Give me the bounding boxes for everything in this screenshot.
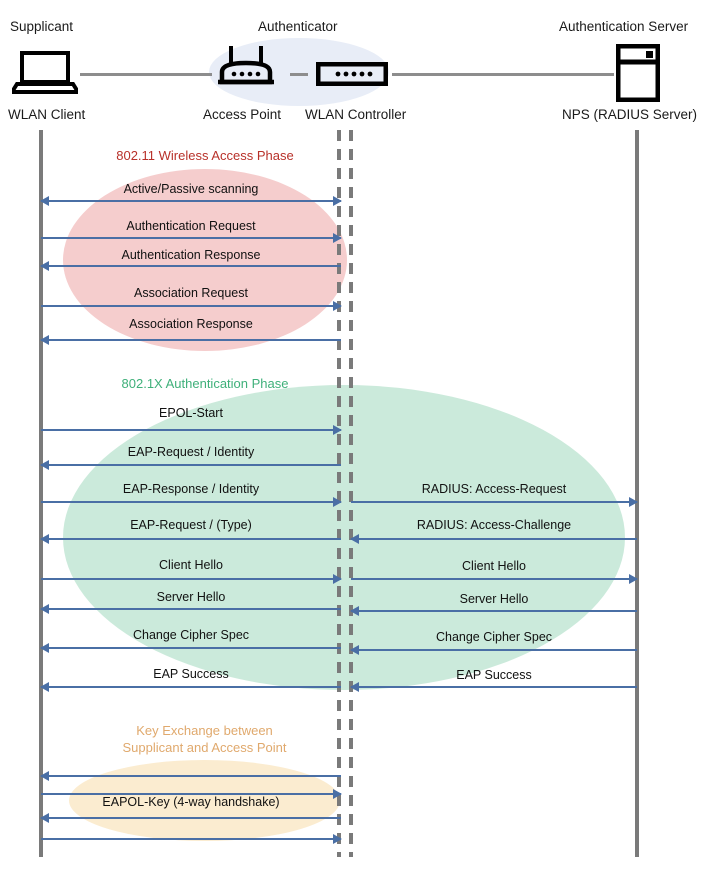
phase-caption-dot1x-auth: 802.1X Authentication Phase (121, 376, 289, 391)
message-arrow (41, 833, 342, 844)
lifeline-authentication-server (635, 130, 639, 857)
message-arrow (40, 603, 341, 614)
node-label-nps-radius-server: NPS (RADIUS Server) (562, 107, 698, 122)
message-label: Association Response (129, 317, 253, 331)
message-label: RADIUS: Access-Challenge (416, 518, 572, 532)
message-arrow (351, 496, 638, 507)
message-label: Client Hello (462, 559, 526, 573)
message-label: Association Request (134, 286, 248, 300)
wireless-router-icon (216, 44, 276, 99)
message-arrow (40, 812, 341, 823)
message-arrow (350, 681, 637, 692)
message-label: EAP Success (456, 668, 532, 682)
message-arrow (40, 260, 341, 271)
server-icon (615, 43, 661, 107)
lifeline-authenticator-a (337, 130, 341, 857)
message-arrow (41, 300, 342, 311)
wlan-controller-icon (315, 61, 389, 91)
message-arrow (40, 642, 341, 653)
phase-caption-key-exchange-line2: Supplicant and Access Point (122, 740, 287, 755)
role-title-supplicant: Supplicant (10, 19, 74, 34)
message-label: Server Hello (459, 592, 529, 606)
lifeline-supplicant (39, 130, 43, 857)
message-arrow (41, 496, 342, 507)
message-arrow (41, 788, 342, 799)
message-arrow (40, 770, 341, 781)
node-label-access-point: Access Point (203, 107, 282, 122)
message-label: EAP-Request / Identity (127, 445, 255, 459)
phase-caption-key-exchange-line1: Key Exchange between (136, 723, 273, 738)
message-label: EAP Success (153, 667, 229, 681)
message-arrow (40, 681, 341, 692)
laptop-icon (8, 50, 82, 99)
message-label: EAP-Response / Identity (122, 482, 260, 496)
message-label: Authentication Request (126, 219, 256, 233)
message-label: Authentication Response (121, 248, 261, 262)
message-label: Active/Passive scanning (123, 182, 259, 196)
node-label-wlan-controller: WLAN Controller (305, 107, 407, 122)
phase-caption-wireless-access: 802.11 Wireless Access Phase (116, 148, 294, 163)
wire-client-to-ap (80, 73, 212, 76)
phase-blob-dot1x-auth (63, 385, 625, 690)
message-arrow (41, 232, 342, 243)
message-arrow (350, 605, 637, 616)
message-arrow (41, 573, 342, 584)
message-arrow (351, 573, 638, 584)
wire-controller-to-server (392, 73, 614, 76)
message-arrow (350, 533, 637, 544)
phase-caption-key-exchange: Key Exchange between Supplicant and Acce… (69, 722, 340, 756)
message-arrow (350, 644, 637, 655)
role-title-authenticator: Authenticator (258, 19, 338, 34)
node-label-wlan-client: WLAN Client (8, 107, 86, 122)
wire-ap-to-controller (290, 73, 308, 76)
message-label: EAP-Request / (Type) (130, 518, 252, 532)
message-label: Server Hello (156, 590, 226, 604)
message-arrow (40, 459, 341, 470)
message-arrow (40, 533, 341, 544)
message-arrow (40, 334, 341, 345)
role-title-authentication-server: Authentication Server (559, 19, 689, 34)
lifeline-authenticator-b (349, 130, 353, 857)
phase-blob-key-exchange (69, 760, 340, 841)
message-label: Client Hello (159, 558, 223, 572)
message-label: Change Cipher Spec (435, 630, 553, 644)
authenticator-group-blob (209, 38, 389, 106)
message-arrow (41, 424, 342, 435)
message-arrow (40, 195, 342, 206)
message-label: EPOL-Start (159, 406, 223, 420)
message-label: RADIUS: Access-Request (421, 482, 567, 496)
message-label: Change Cipher Spec (132, 628, 250, 642)
message-label: EAPOL-Key (4-way handshake) (102, 795, 280, 809)
phase-blob-wireless-access (63, 169, 347, 351)
